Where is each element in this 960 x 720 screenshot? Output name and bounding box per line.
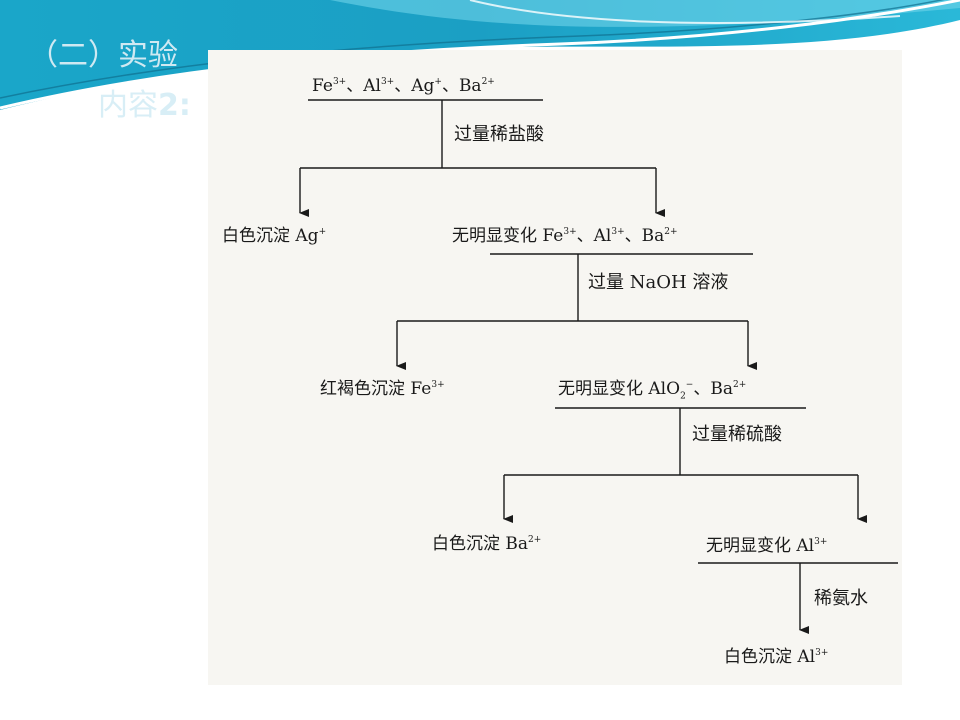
subtitle-number: 2: [158, 88, 191, 123]
step1-no-change: 无明显变化 Fe3+、Al3+、Ba2+ [452, 226, 678, 246]
separation-flowchart: Fe3+、Al3+、Ag+、Ba2+ 过量稀盐酸 白色沉淀 Ag+ 无明显变化 … [208, 50, 902, 685]
slide-title: （二）实验 [28, 38, 178, 73]
step3-precipitate: 白色沉淀 Ba2+ [432, 534, 542, 554]
step4-reagent: 稀氨水 [814, 588, 868, 609]
step1-precipitate: 白色沉淀 Ag+ [222, 226, 327, 246]
flowchart-lines [299, 99, 898, 634]
step2-reagent: 过量 NaOH 溶液 [588, 272, 729, 293]
step2-precipitate: 红褐色沉淀 Fe3+ [320, 379, 445, 399]
step4-precipitate: 白色沉淀 Al3+ [724, 647, 829, 667]
header-banner [0, 0, 960, 110]
step1-reagent: 过量稀盐酸 [454, 124, 544, 145]
step3-reagent: 过量稀硫酸 [692, 424, 782, 445]
slide-subtitle: 内容2: [98, 80, 191, 124]
step2-no-change: 无明显变化 AlO2−、Ba2+ [558, 379, 747, 402]
step3-no-change: 无明显变化 Al3+ [706, 536, 828, 556]
subtitle-prefix: 内容 [98, 88, 158, 123]
start-ions: Fe3+、Al3+、Ag+、Ba2+ [312, 76, 495, 96]
